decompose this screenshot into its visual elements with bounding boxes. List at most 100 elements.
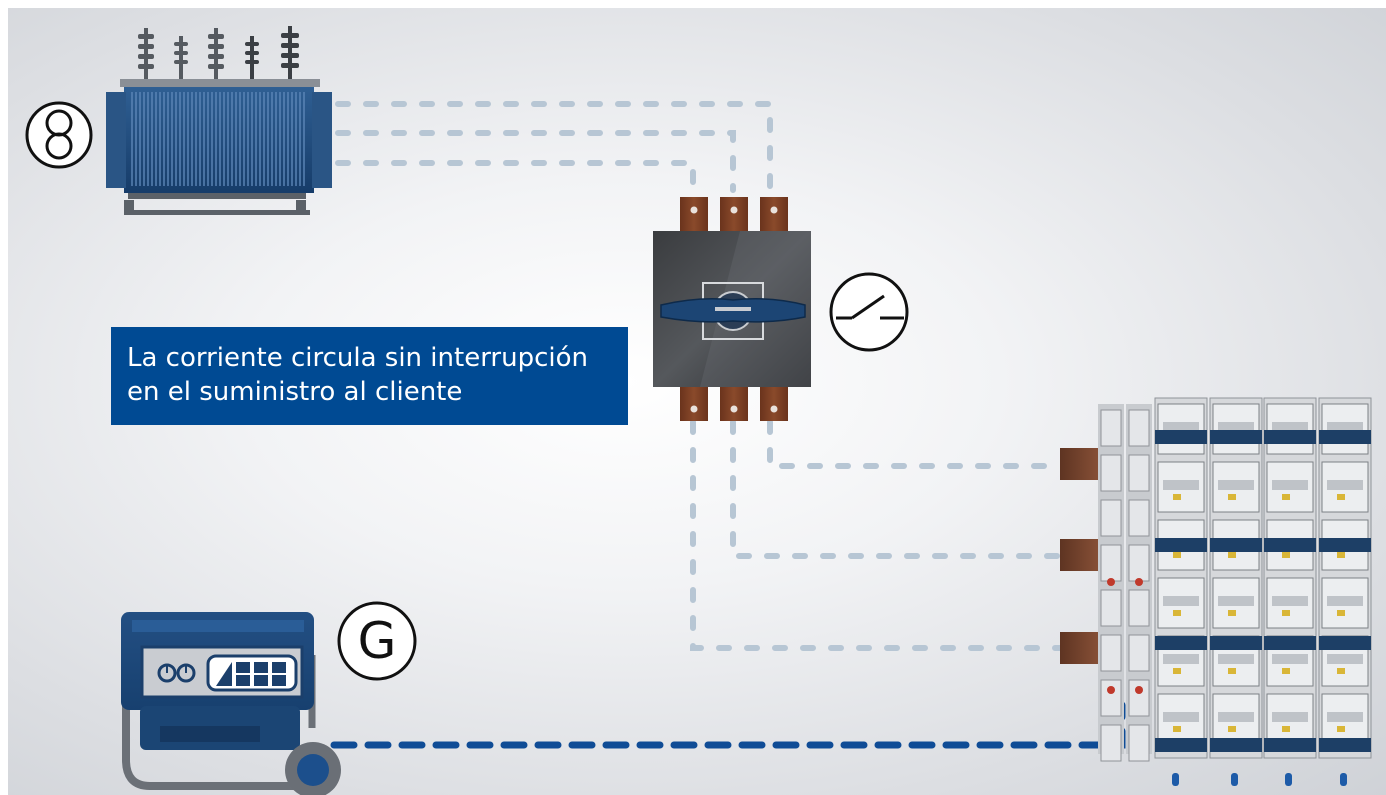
rack-navy-clamp [1264, 430, 1316, 444]
rack-narrow-slot [1100, 454, 1122, 492]
rack-navy-clamp [1155, 636, 1207, 650]
rack-module-latch [1327, 480, 1363, 490]
line-transformer-to-switch-2 [335, 130, 736, 193]
rack-navy-clamp [1155, 738, 1207, 752]
rack-module-latch [1272, 422, 1308, 432]
rack-module-contact [1228, 610, 1236, 616]
rack-navy-clamp [1264, 538, 1316, 552]
rack-narrow-slot [1128, 454, 1150, 492]
rack-module-contact [1337, 668, 1345, 674]
rack-module-contact [1173, 668, 1181, 674]
left-border [0, 0, 8, 795]
rack-module-contact [1228, 552, 1236, 558]
rack-module-contact [1173, 726, 1181, 732]
rack-navy-clamp [1319, 738, 1371, 752]
rack-narrow-slot [1128, 589, 1150, 627]
rack-module-latch [1163, 422, 1199, 432]
rack-module-latch [1272, 480, 1308, 490]
rack-module-latch [1218, 712, 1254, 722]
grey-dashed-lines [335, 101, 1063, 651]
rack-module-latch [1218, 480, 1254, 490]
rack-module-latch [1163, 654, 1199, 664]
rack-module-latch [1327, 422, 1363, 432]
rack-module-contact [1282, 726, 1290, 732]
switchgear-rack [1098, 397, 1372, 762]
rack-indicator-dot [1107, 578, 1115, 586]
rack-narrow-slot [1128, 499, 1150, 537]
line-transformer-to-switch-1 [335, 160, 696, 193]
bottom-blue-dots [1172, 773, 1347, 786]
rack-narrow-slot [1128, 634, 1150, 672]
rack-module-contact [1337, 726, 1345, 732]
top-border [0, 0, 1386, 8]
rack-module-contact [1337, 552, 1345, 558]
rack-narrow-slot [1100, 634, 1122, 672]
rack-module-contact [1228, 726, 1236, 732]
rack-module-contact [1228, 668, 1236, 674]
rack-module-contact [1173, 494, 1181, 500]
rack-narrow-slot [1100, 679, 1122, 717]
rack-module-latch [1272, 596, 1308, 606]
switch-bottom-terminals [680, 387, 788, 421]
rack-module-latch [1272, 654, 1308, 664]
rack-narrow-slot [1100, 409, 1122, 447]
rack-narrow-slot [1128, 409, 1150, 447]
rack-narrow-slot [1100, 544, 1122, 582]
switch-top-terminals [680, 197, 788, 231]
rack-navy-clamp [1319, 430, 1371, 444]
rack-module-latch [1163, 596, 1199, 606]
line-switch-to-busbar-mid [730, 419, 1063, 559]
rack-narrow-slot [1128, 679, 1150, 717]
line-switch-to-busbar-top [767, 419, 1063, 469]
generator-symbol-letter: G [357, 612, 397, 670]
generator [121, 612, 341, 795]
rack-narrow-slot [1100, 499, 1122, 537]
rack-navy-clamp [1155, 430, 1207, 444]
rack-navy-clamp [1319, 538, 1371, 552]
transformer-fins [131, 92, 305, 186]
switch-disconnector [653, 197, 811, 421]
busbar-connectors [1060, 448, 1102, 664]
rack-module-latch [1218, 422, 1254, 432]
line-transformer-to-switch-3 [335, 101, 773, 193]
rack-module-contact [1173, 552, 1181, 558]
rack-module-contact [1337, 494, 1345, 500]
rack-module-contact [1173, 610, 1181, 616]
rack-module-latch [1163, 712, 1199, 722]
generator-symbol-icon [337, 601, 417, 681]
rack-navy-clamp [1155, 538, 1207, 552]
rack-indicator-dot [1135, 686, 1143, 694]
transformer-bushings [138, 26, 299, 80]
transformer [106, 26, 332, 215]
rack-indicator-dot [1107, 686, 1115, 694]
rack-module-latch [1272, 712, 1308, 722]
rack-module-latch [1327, 596, 1363, 606]
generator-dashed-line [330, 701, 1126, 749]
rack-navy-clamp [1210, 636, 1262, 650]
rack-navy-clamp [1210, 738, 1262, 752]
rack-module-latch [1327, 712, 1363, 722]
rack-module-latch [1218, 654, 1254, 664]
rack-narrow-slot [1128, 544, 1150, 582]
rack-indicator-dot [1135, 578, 1143, 586]
rack-narrow-slot [1100, 589, 1122, 627]
rack-navy-clamp [1319, 636, 1371, 650]
rack-module-contact [1282, 552, 1290, 558]
rack-module-contact [1337, 610, 1345, 616]
transformer-symbol-icon [25, 101, 93, 169]
rack-module-latch [1218, 596, 1254, 606]
caption-line-1: La corriente circula sin interrupción [127, 343, 589, 373]
rack-narrow-slot [1100, 724, 1122, 762]
rack-module-contact [1228, 494, 1236, 500]
switch-symbol-icon [829, 272, 909, 352]
rack-navy-clamp [1210, 430, 1262, 444]
rack-module-latch [1163, 480, 1199, 490]
line-switch-to-busbar-bottom [690, 419, 1063, 651]
rack-module-contact [1282, 668, 1290, 674]
rack-module-contact [1282, 610, 1290, 616]
caption-box: La corriente circula sin interrupción en… [111, 327, 628, 425]
rack-narrow-slot [1128, 724, 1150, 762]
rack-module-contact [1282, 494, 1290, 500]
